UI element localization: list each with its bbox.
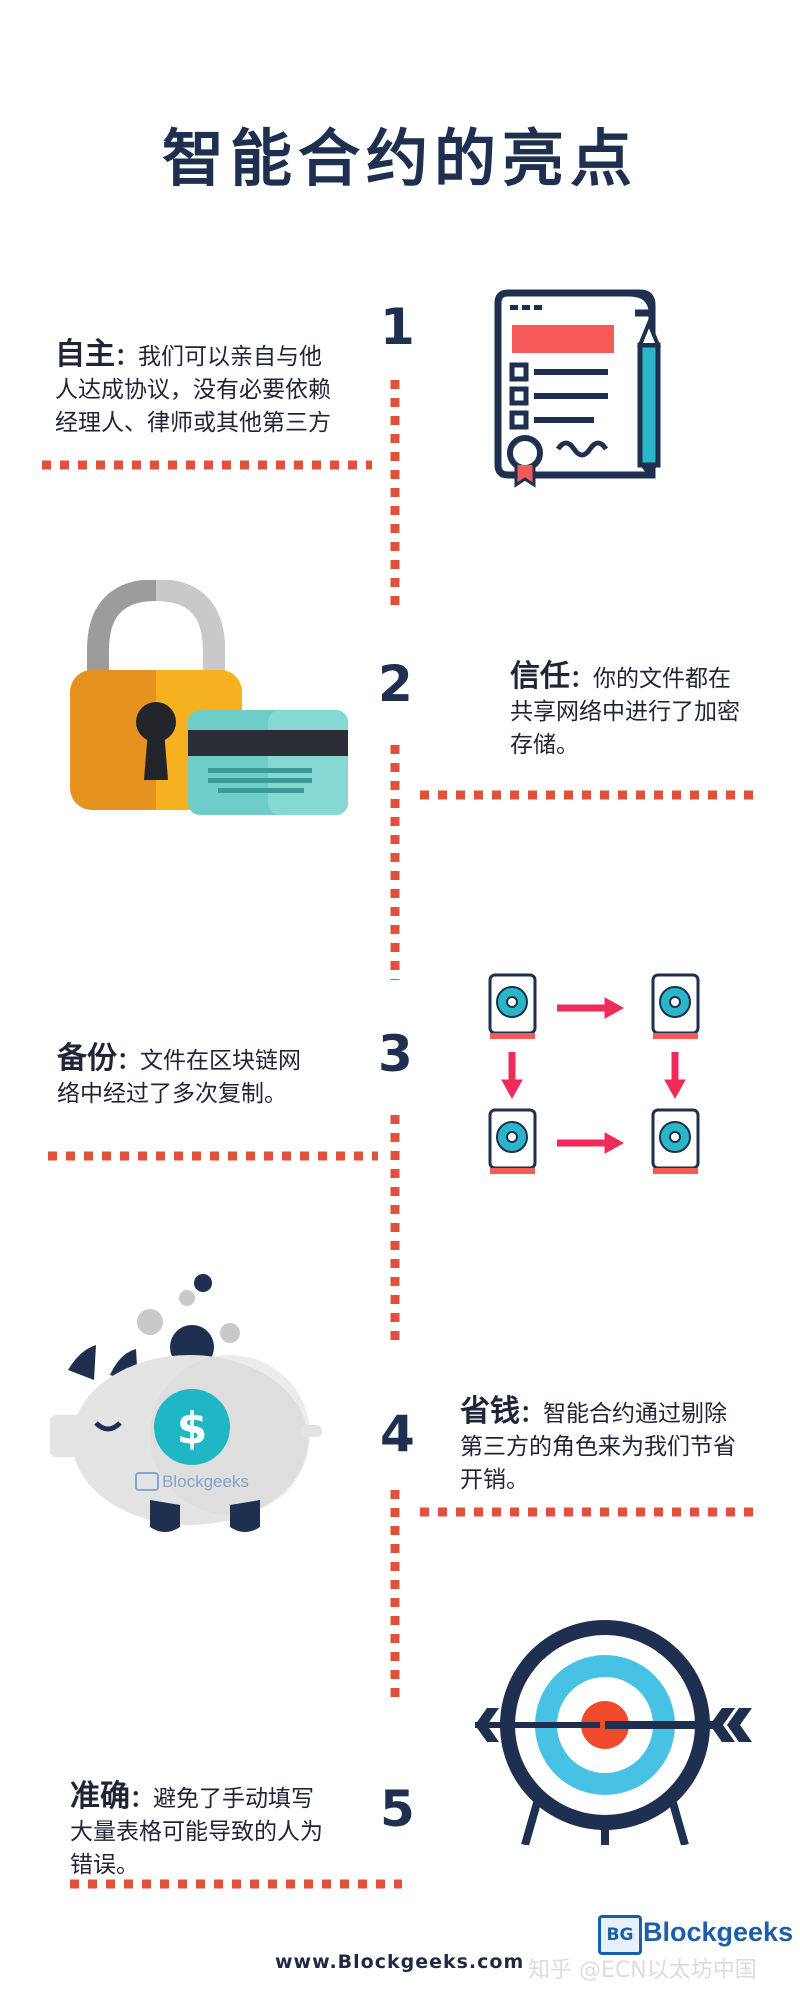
coin-icon	[194, 1274, 212, 1292]
brand-name: Blockgeeks	[643, 1917, 794, 1947]
step-number-4: 4	[380, 1405, 415, 1463]
hard-drive-icon	[651, 973, 700, 1039]
feature-savings: 省钱：智能合约通过剔除 第三方的角色来为我们节省 开销。	[460, 1394, 736, 1493]
feature-heading: 自主	[55, 337, 115, 372]
watermark-text: 知乎 @ECN以太坊中国	[528, 1958, 757, 1983]
feature-heading: 信任	[510, 659, 570, 694]
hard-drive-icon	[488, 1108, 537, 1174]
feature-trust: 信任：你的文件都在 共享网络中进行了加密 存储。	[510, 659, 740, 758]
feature-heading: 备份	[57, 1041, 117, 1076]
contract-document-icon	[494, 289, 661, 488]
piggy-bank-icon: $ Blockgeeks	[50, 1274, 322, 1532]
page-title: 智能合约的亮点	[161, 122, 638, 195]
padlock-card-icon	[70, 580, 348, 815]
feature-heading: 省钱	[460, 1394, 520, 1429]
target-arrow-icon	[475, 1620, 752, 1845]
step-number-5: 5	[380, 1780, 415, 1838]
coin-icon	[179, 1290, 195, 1306]
piggy-logo-text: Blockgeeks	[162, 1472, 249, 1491]
hard-drive-icon	[651, 1108, 700, 1174]
dollar-symbol: $	[177, 1403, 208, 1454]
coin-icon	[137, 1309, 163, 1335]
feature-heading: 准确	[70, 1779, 130, 1814]
feature-accuracy: 准确：避免了手动填写 大量表格可能导致的人为 错误。	[70, 1779, 323, 1878]
feature-autonomy: 自主：我们可以亲自与他 人达成协议，没有必要依赖 经理人、律师或其他第三方	[55, 337, 331, 436]
footer-url[interactable]: www.Blockgeeks.com	[275, 1951, 525, 1973]
blockgeeks-logo-icon: BG	[598, 1915, 642, 1955]
feature-backup: 备份：文件在区块链网 络中经过了多次复制。	[57, 1041, 301, 1107]
step-number-2: 2	[378, 655, 413, 713]
backup-drives-icon	[488, 973, 700, 1174]
coin-icon	[220, 1323, 240, 1343]
dollar-icon	[154, 1389, 230, 1465]
step-number-1: 1	[380, 298, 415, 356]
step-number-3: 3	[378, 1025, 413, 1083]
hard-drive-icon	[488, 973, 537, 1039]
